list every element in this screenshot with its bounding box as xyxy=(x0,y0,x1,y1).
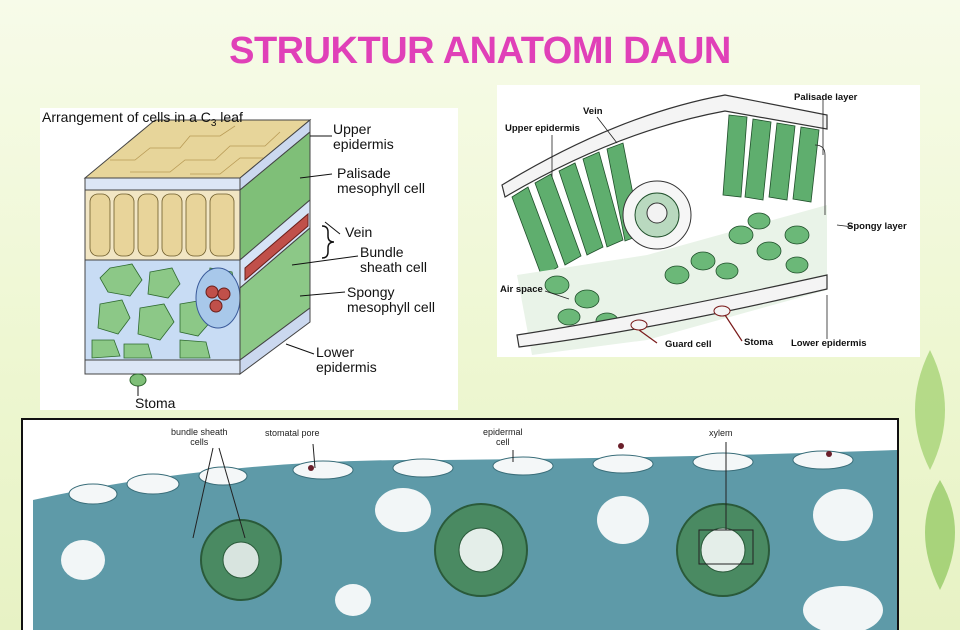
label-stomatal-pore: stomatal pore xyxy=(265,428,320,438)
block-diagram-illustration xyxy=(83,118,359,396)
label-spongy-layer: Spongy layer xyxy=(847,221,907,232)
label-vein: Vein xyxy=(583,106,603,117)
label-vein: Vein xyxy=(345,224,373,240)
label-guard-cell: Guard cell xyxy=(665,339,712,350)
label-palisade-layer: Palisade layer xyxy=(794,92,858,103)
label-lower-epidermis: Lower epidermis xyxy=(791,338,867,349)
label-upper-epidermis: Upper epidermis xyxy=(505,123,580,134)
diagram-heading: Arrangement of cells in a C3 leaf xyxy=(42,109,243,129)
cross-section-illustration xyxy=(501,94,854,355)
label-stoma: Stoma xyxy=(135,395,176,411)
leaf-decoration xyxy=(915,350,955,590)
micrograph-image xyxy=(23,420,897,630)
label-xylem: xylem xyxy=(709,428,733,438)
page-title: STRUKTUR ANATOMI DAUN xyxy=(229,30,731,72)
label-stoma: Stoma xyxy=(744,337,774,348)
label-air-space: Air space xyxy=(500,284,543,295)
leaf-cross-section-drawing: Vein Upper epidermis Palisade layer Spon… xyxy=(497,85,920,357)
